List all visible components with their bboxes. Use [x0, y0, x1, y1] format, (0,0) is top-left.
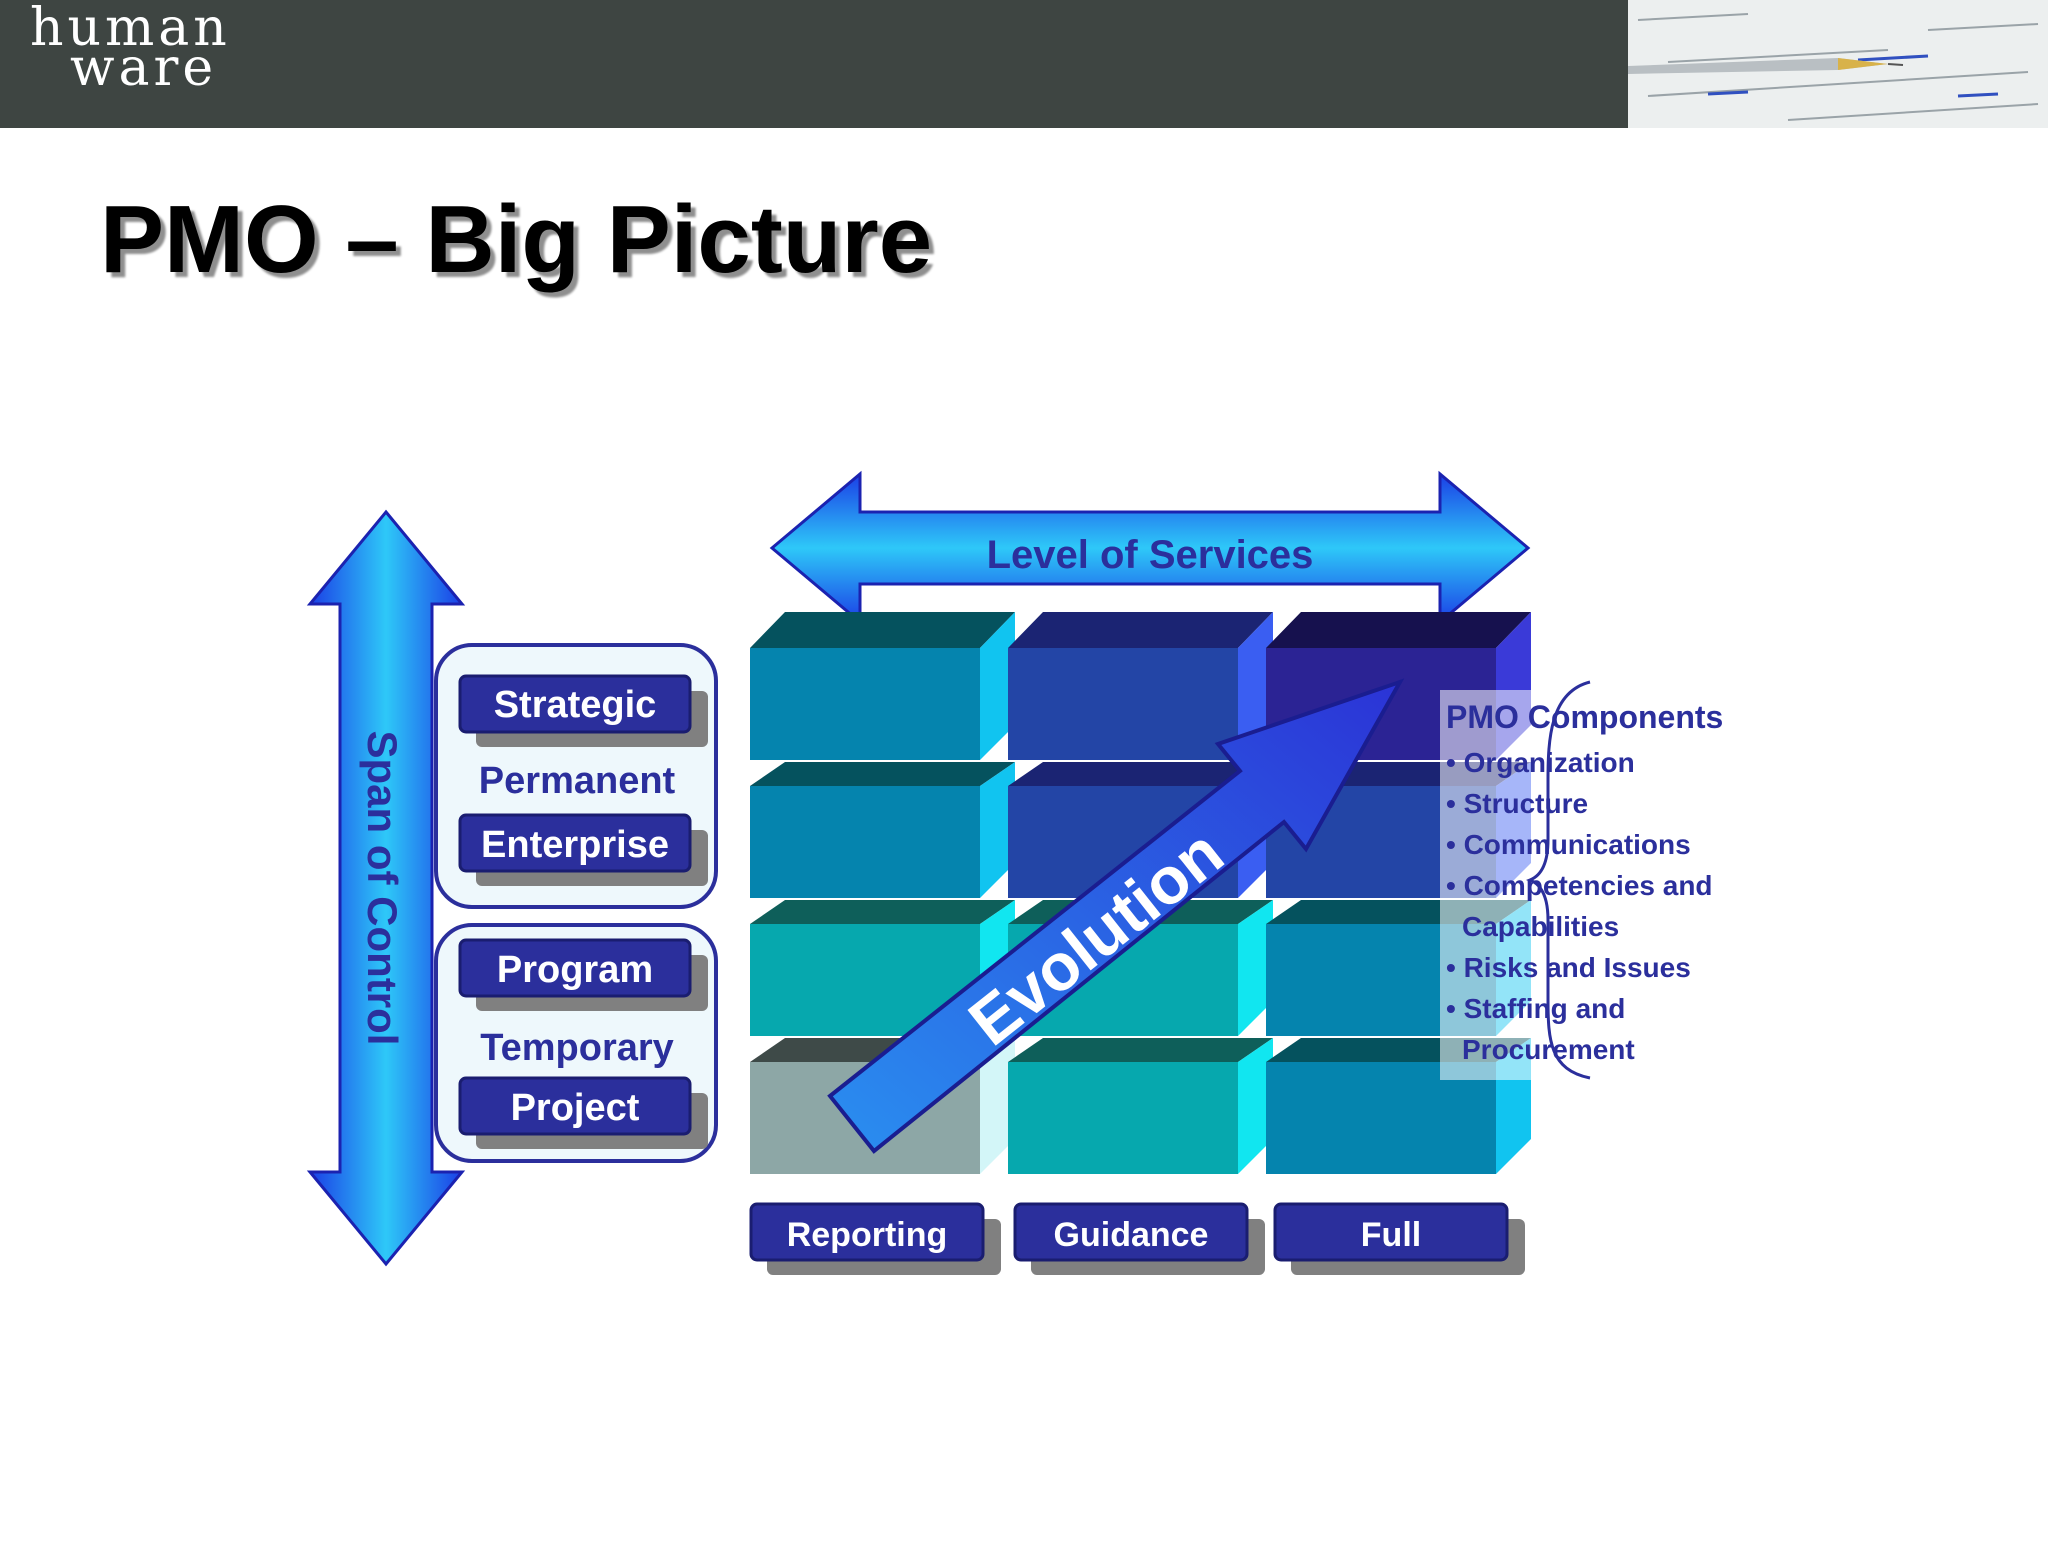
component-line: • Structure	[1446, 788, 1588, 819]
temporary-group: Program Temporary Project	[434, 923, 718, 1163]
span-of-control-label: Span of Control	[359, 731, 406, 1046]
component-line: Procurement	[1462, 1034, 1635, 1065]
slide-title: PMO – Big Picture	[100, 186, 933, 293]
guidance-label: Guidance	[1054, 1216, 1209, 1254]
pmo-components-heading: PMO Components	[1446, 699, 1723, 735]
component-line: • Competencies and	[1446, 870, 1713, 901]
permanent-group: Strategic Permanent Enterprise	[434, 643, 718, 909]
strategic-label: Strategic	[494, 684, 657, 726]
component-line: • Risks and Issues	[1446, 952, 1691, 983]
component-line: • Communications	[1446, 829, 1691, 860]
project-label: Project	[511, 1087, 640, 1129]
components-brace	[1525, 680, 1591, 1080]
level-of-services-label: Level of Services	[987, 533, 1314, 577]
component-line: Capabilities	[1462, 911, 1619, 942]
grid-block	[1008, 1038, 1273, 1174]
pmo-components: PMO Components • Organization • Structur…	[1440, 680, 1760, 1080]
header-bar: human ware	[0, 0, 2048, 128]
span-of-control-arrow: Span of Control	[306, 509, 466, 1267]
logo-line-2: ware	[70, 38, 218, 98]
grid-block	[750, 612, 1015, 760]
service-level-buttons: Reporting Guidance Full	[749, 1202, 1525, 1275]
pen-on-chart-photo	[1628, 0, 2048, 128]
level-of-services-arrow: Level of Services	[769, 470, 1531, 626]
grid-block	[750, 762, 1015, 898]
reporting-label: Reporting	[787, 1216, 948, 1254]
temporary-label: Temporary	[480, 1027, 674, 1069]
full-label: Full	[1361, 1216, 1421, 1254]
humanware-logo: human ware	[30, 2, 231, 98]
grid-block	[1008, 612, 1273, 760]
program-label: Program	[497, 949, 653, 991]
logo-line-1: human	[30, 0, 231, 58]
enterprise-label: Enterprise	[481, 824, 669, 866]
permanent-label: Permanent	[479, 760, 676, 802]
component-line: • Organization	[1446, 747, 1635, 778]
component-line: • Staffing and	[1446, 993, 1625, 1024]
